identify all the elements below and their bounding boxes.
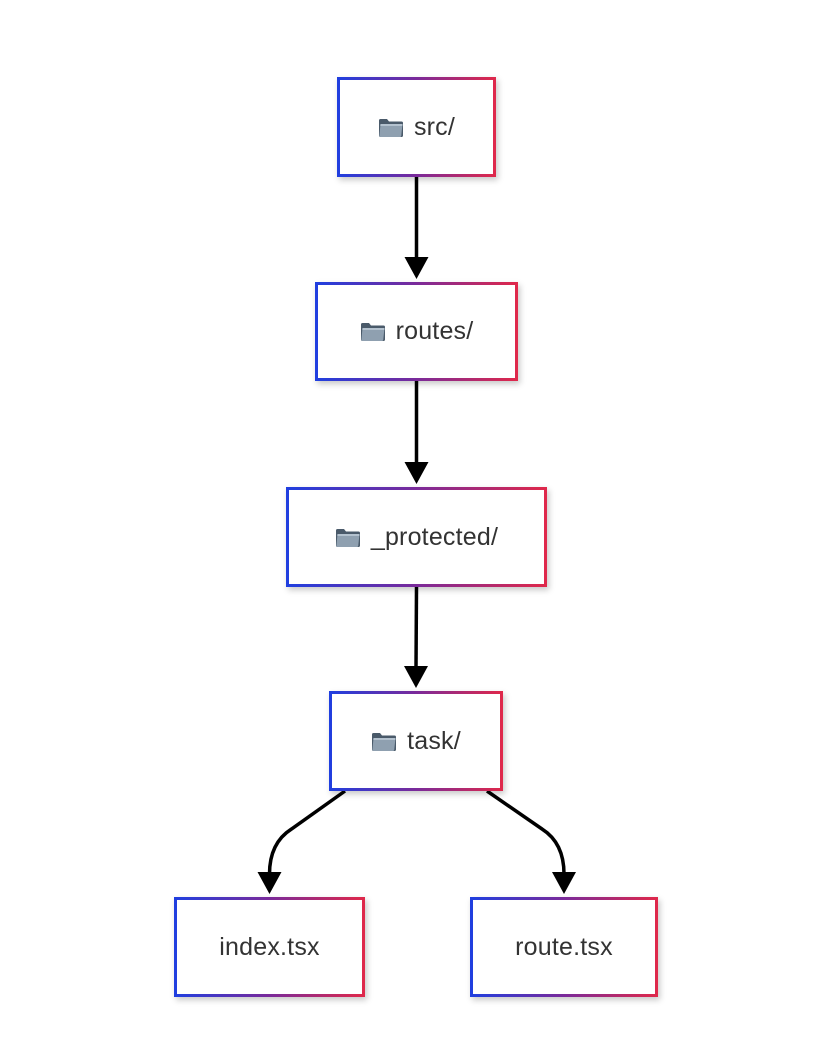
arrowhead-protected — [404, 462, 429, 484]
node-task-folder[interactable]: task/ — [329, 691, 503, 791]
node-routes-folder[interactable]: routes/ — [315, 282, 518, 381]
folder-icon — [378, 116, 404, 137]
arrowhead-route — [552, 872, 576, 894]
node-src-folder[interactable]: src/ — [337, 77, 496, 177]
node-label: src/ — [413, 112, 456, 141]
node-index-file[interactable]: index.tsx — [174, 897, 365, 997]
node-label: _protected/ — [370, 522, 499, 551]
edge-task-to-route — [486, 789, 566, 875]
folder-icon — [371, 730, 397, 751]
edges-layer — [257, 177, 576, 894]
edge-task-to-index — [267, 789, 347, 875]
arrowhead-routes — [404, 257, 429, 279]
folder-icon — [360, 320, 386, 341]
node-label: task/ — [407, 726, 461, 755]
node-label: routes/ — [395, 317, 474, 345]
edge-protected-to-task — [414, 586, 419, 669]
arrowhead-task — [404, 666, 428, 688]
node-label: index.tsx — [219, 932, 320, 961]
node-label: route.tsx — [515, 932, 613, 961]
arrowhead-index — [257, 872, 282, 894]
folder-icon — [335, 526, 361, 547]
node-protected-folder[interactable]: _protected/ — [286, 487, 547, 587]
node-route-file[interactable]: route.tsx — [470, 897, 658, 997]
